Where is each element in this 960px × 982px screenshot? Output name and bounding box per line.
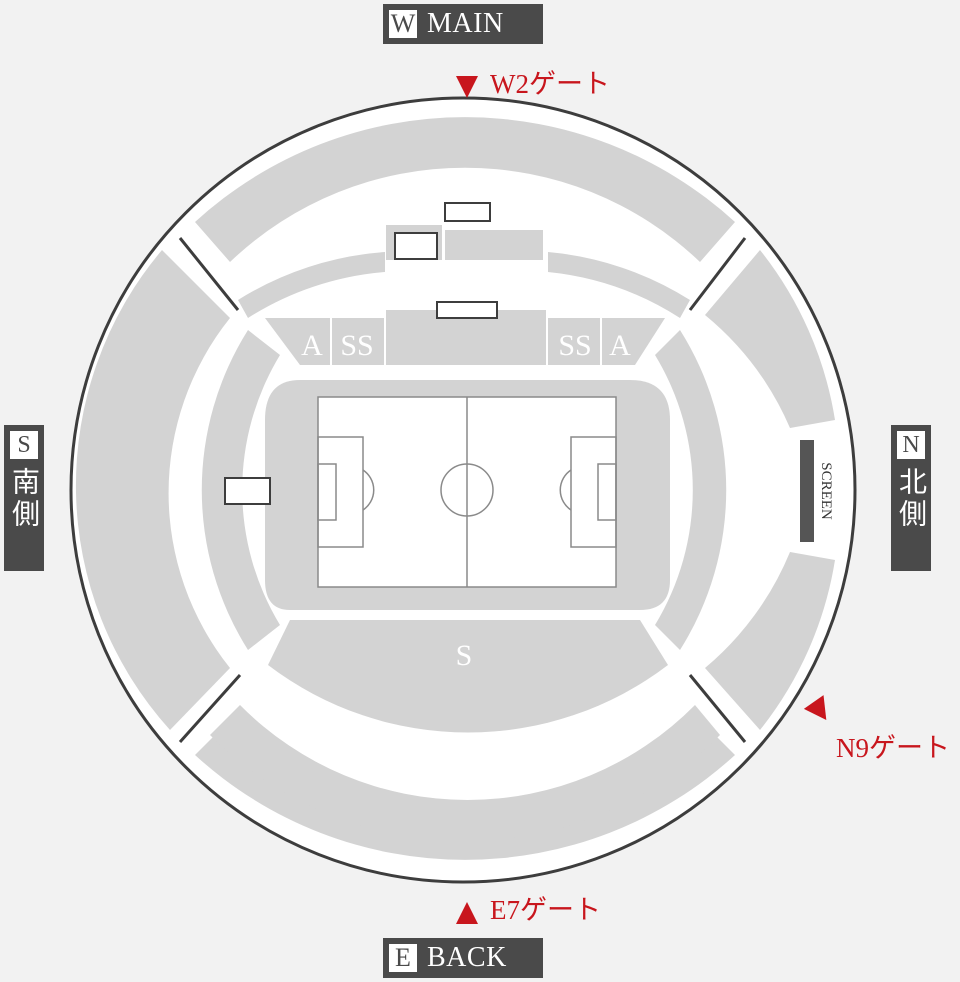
screen-label: SCREEN [818,462,834,520]
main-stand-key: W [387,8,419,40]
block-top-inner-right[interactable] [548,252,690,318]
block-lower-s[interactable] [268,620,668,733]
block-right-inner[interactable] [655,330,727,650]
section-label-a-left: A [301,329,323,362]
gate-n9[interactable]: N9ゲート [836,726,950,765]
pitch [317,396,617,588]
section-label-lower-s: S [456,639,473,672]
block-a-right[interactable] [602,318,665,365]
north-side-text: 北側 [895,467,928,531]
gate-e7-label: E7ゲート [490,895,601,925]
back-stand-label: E BACK [383,938,543,978]
south-side-key: S [8,429,40,461]
block-outer-right-lower[interactable] [705,552,835,730]
south-side-label: S 南側 [4,425,44,571]
block-ss-left[interactable] [332,318,384,365]
gate-w2-label: W2ゲート [490,69,610,99]
section-label-ss-left: SS [340,329,373,362]
back-stand-text: BACK [427,942,507,973]
block-outer-left[interactable] [75,250,231,730]
block-ss-right[interactable] [548,318,600,365]
section-label-a-right: A [609,329,631,362]
north-side-key: N [895,429,927,461]
main-stand-label: W MAIN [383,4,543,44]
main-stand-text: MAIN [427,8,504,39]
back-stand-key: E [387,942,419,974]
block-outer-right[interactable] [705,250,835,428]
block-center-top[interactable] [386,310,546,365]
booth-center [436,301,498,319]
block-top-outer[interactable] [195,117,735,262]
block-media-top[interactable] [445,230,543,260]
booth-top [444,202,491,222]
arrow-down-icon [456,75,478,98]
north-side-label: N 北側 [891,425,931,571]
section-label-lower-b: B [454,739,474,772]
gate-n9-label: N9ゲート [836,733,950,763]
section-label-upper-right-b: B [619,226,638,257]
section-label-upper-left-b: B [296,226,315,257]
screen-panel [800,440,814,542]
south-side-text: 南側 [8,467,41,531]
block-a-left[interactable] [265,318,330,365]
gate-w2[interactable]: W2ゲート [456,62,610,101]
booth-side-left [224,477,271,505]
booth-left [394,232,438,260]
block-bottom-mid[interactable] [210,705,720,841]
arrow-up-icon [456,901,478,924]
section-label-ss-right: SS [558,329,591,362]
gate-e7[interactable]: E7ゲート [456,888,601,927]
block-bottom-outer[interactable] [195,720,735,860]
block-top-inner-left[interactable] [238,252,385,318]
